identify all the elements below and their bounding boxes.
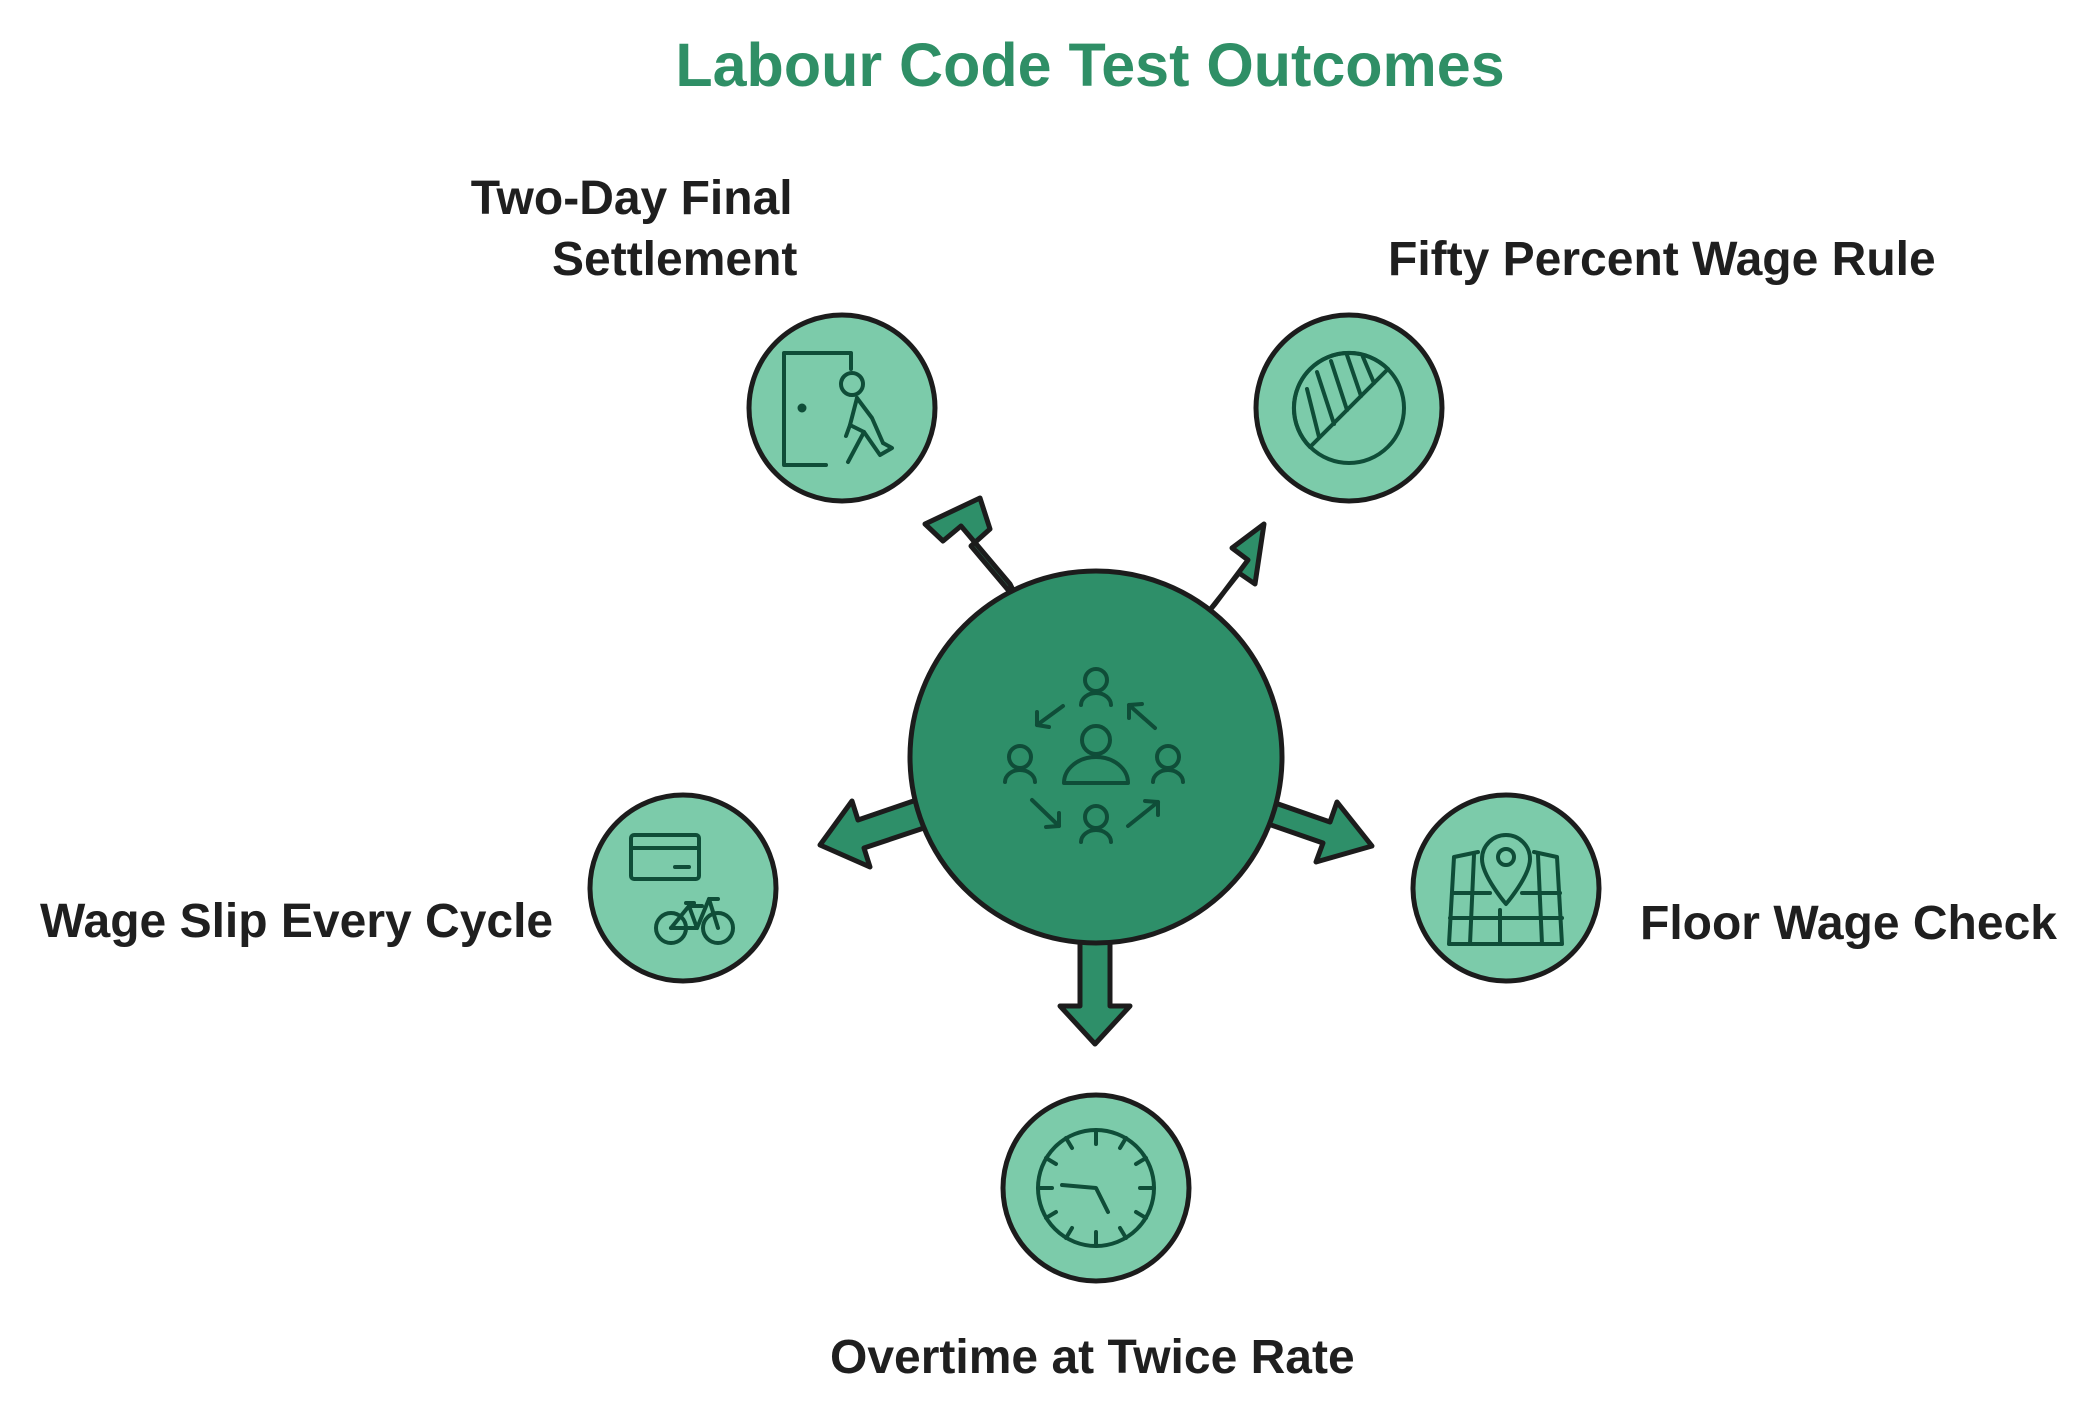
arrow-to-fifty xyxy=(1202,521,1267,619)
label-settlement-line1: Two-Day Final xyxy=(470,172,793,225)
label-floor: Floor Wage Check xyxy=(1640,897,2057,950)
exit-door-walker-icon xyxy=(782,351,894,467)
map-pin-icon xyxy=(1447,833,1564,946)
node-overtime xyxy=(1000,1092,1192,1284)
node-floor xyxy=(1410,792,1602,984)
node-fifty xyxy=(1253,312,1445,504)
label-slip: Wage Slip Every Cycle xyxy=(40,895,554,948)
team-cycle-icon xyxy=(1003,667,1185,844)
diagram-title: Labour Code Test Outcomes xyxy=(675,31,1505,99)
card-bicycle-icon xyxy=(629,833,735,945)
arrow-to-settlement xyxy=(922,495,1023,607)
label-fifty: Fifty Percent Wage Rule xyxy=(1388,233,1936,286)
clock-icon xyxy=(1036,1128,1156,1248)
node-settlement xyxy=(746,312,938,504)
node-slip xyxy=(587,792,779,984)
label-settlement: Two-Day Final Settlement xyxy=(466,168,798,290)
arrow-to-overtime xyxy=(1057,931,1133,1047)
half-pie-icon xyxy=(1291,350,1406,465)
label-overtime: Overtime at Twice Rate xyxy=(830,1331,1355,1384)
label-settlement-line2: Settlement xyxy=(552,233,798,286)
